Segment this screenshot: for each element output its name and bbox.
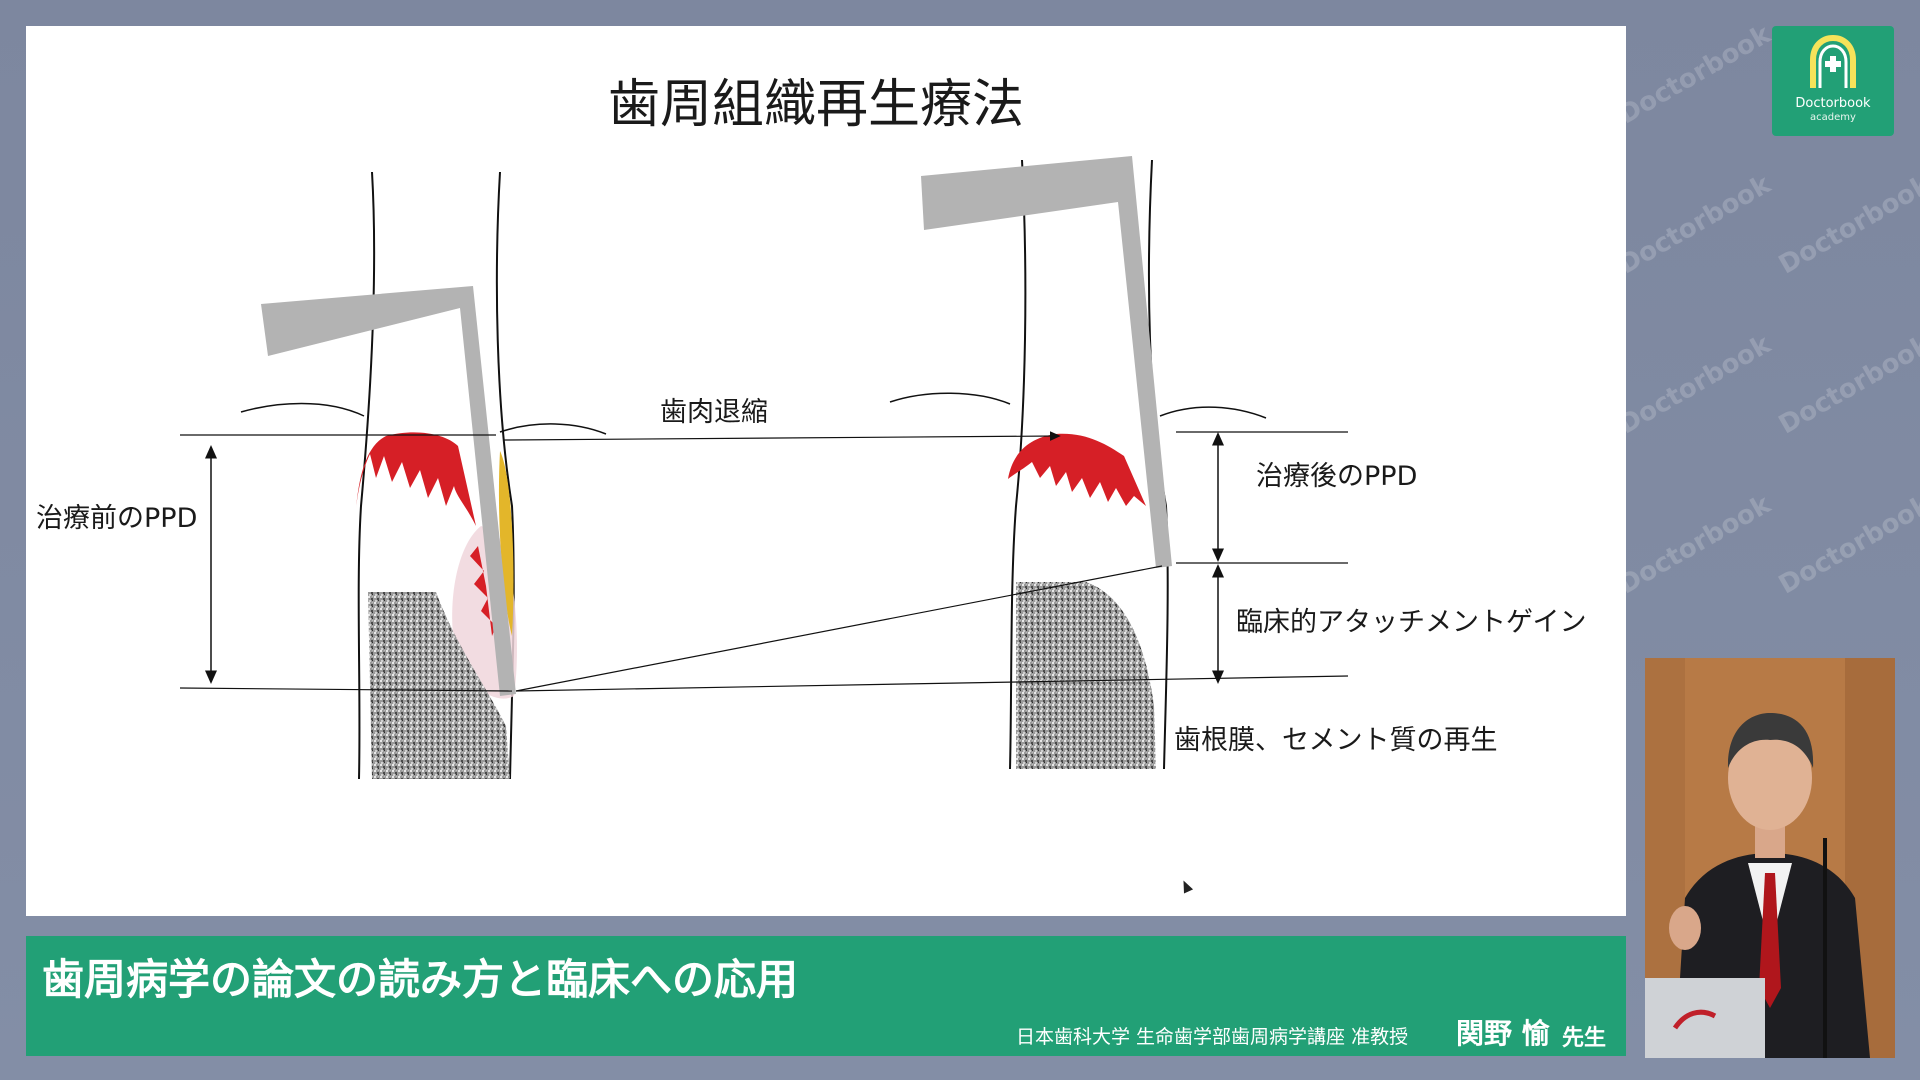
attachment-line bbox=[515, 565, 1163, 692]
watermark: Doctorbook bbox=[1613, 489, 1776, 601]
presenter-video bbox=[1645, 658, 1895, 1058]
presentation-slide: 歯周組織再生療法 治療前のPPD 歯肉退縮 治療後のPPD 臨床的アタッチメント… bbox=[26, 26, 1626, 916]
pocket-bottom-line bbox=[179, 687, 513, 692]
tooth-before bbox=[240, 171, 607, 780]
presenter-name: 関野 愉 bbox=[1456, 1017, 1550, 1050]
gingiva-contour bbox=[240, 402, 365, 417]
lecture-banner: 歯周病学の論文の読み方と臨床への応用 日本歯科大学 生命歯学部歯周病学講座 准教… bbox=[26, 936, 1626, 1056]
watermark: Doctorbook bbox=[1773, 329, 1920, 441]
presenter-affiliation: 日本歯科大学 生命歯学部歯周病学講座 准教授 bbox=[1016, 1026, 1409, 1048]
logo-sub: academy bbox=[1810, 112, 1856, 123]
calculus bbox=[498, 451, 514, 636]
periodontal-diagram bbox=[179, 156, 1349, 780]
gingiva-contour bbox=[1159, 406, 1267, 419]
lecture-title: 歯周病学の論文の読み方と臨床への応用 bbox=[42, 955, 799, 1004]
inflamed-gingiva bbox=[466, 526, 496, 636]
watermark: Doctorbook bbox=[1613, 169, 1776, 281]
presenter-suffix: 先生 bbox=[1562, 1026, 1607, 1051]
doctorbook-logo: Doctorbook academy bbox=[1772, 26, 1894, 136]
probe bbox=[921, 156, 1172, 568]
regenerated-bone bbox=[1016, 582, 1156, 769]
watermark: Doctorbook bbox=[1773, 169, 1920, 281]
doctorbook-shield-icon bbox=[1810, 34, 1856, 88]
watermark: Doctorbook bbox=[1613, 329, 1776, 441]
recession-line bbox=[503, 431, 1061, 441]
label-post-ppd: 治療後のPPD bbox=[1256, 461, 1418, 492]
presenter-image bbox=[1645, 658, 1895, 1058]
gingiva-contour bbox=[499, 423, 607, 435]
tooth-outline bbox=[357, 171, 376, 780]
attachment-level-line bbox=[515, 675, 1349, 692]
watermark: Doctorbook bbox=[1613, 19, 1776, 131]
inflamed-gingiva bbox=[1008, 433, 1146, 506]
logo-name: Doctorbook bbox=[1795, 96, 1871, 111]
bone-crest bbox=[368, 592, 510, 779]
inflamed-gingiva bbox=[356, 432, 476, 526]
label-recession: 歯肉退縮 bbox=[660, 397, 768, 428]
label-attachment-gain: 臨床的アタッチメントゲイン bbox=[1236, 607, 1587, 638]
probe bbox=[261, 286, 516, 696]
gingiva-contour bbox=[889, 392, 1011, 405]
watermark: Doctorbook bbox=[1773, 489, 1920, 601]
slide-title: 歯周組織再生療法 bbox=[607, 75, 1024, 135]
tooth-after bbox=[889, 156, 1267, 770]
label-regeneration: 歯根膜、セメント質の再生 bbox=[1174, 725, 1498, 756]
label-pre-ppd: 治療前のPPD bbox=[36, 503, 198, 534]
